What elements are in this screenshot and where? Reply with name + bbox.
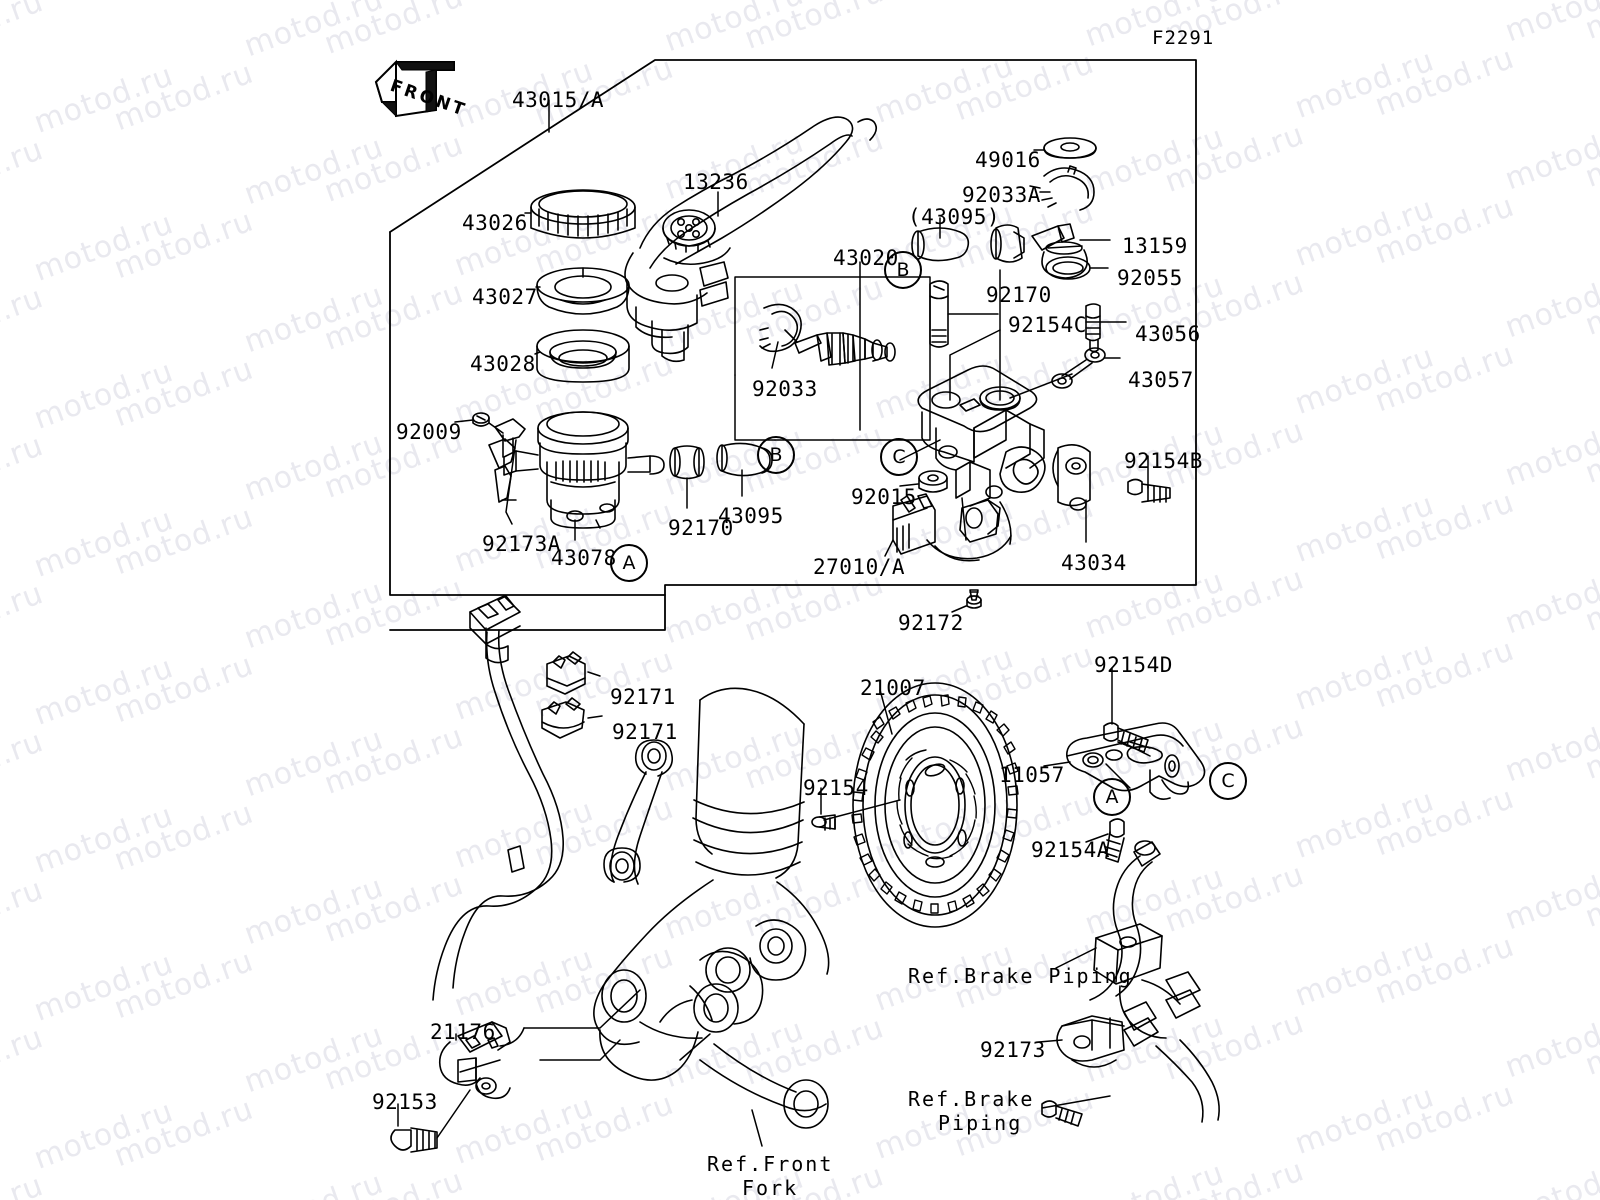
abs-sensor-21176 bbox=[438, 1021, 525, 1100]
part-92015: 92015 bbox=[851, 485, 917, 509]
circlip-92033a bbox=[1039, 165, 1095, 211]
part-92173: 92173 bbox=[980, 1038, 1046, 1062]
part-92154: 92154 bbox=[803, 776, 869, 800]
part-92055: 92055 bbox=[1117, 266, 1183, 290]
piston-assembly-43020 bbox=[784, 329, 896, 366]
part-92154c: 92154C bbox=[1008, 313, 1087, 337]
part-43034: 43034 bbox=[1061, 551, 1127, 575]
brake-hose-lower-right bbox=[1041, 840, 1220, 1127]
callout-circle-a-lower: A bbox=[1093, 778, 1131, 816]
part-43057: 43057 bbox=[1128, 368, 1194, 392]
part-92154a: 92154A bbox=[1031, 838, 1110, 862]
part-92173a: 92173A bbox=[482, 532, 561, 556]
reservoir-diaphragm-43027 bbox=[536, 267, 630, 315]
part-49016: 49016 bbox=[975, 148, 1041, 172]
part-13236: 13236 bbox=[683, 170, 749, 194]
part-92171-b: 92171 bbox=[612, 720, 678, 744]
callout-circle-c-lower: C bbox=[1209, 762, 1247, 800]
part-21007: 21007 bbox=[860, 676, 926, 700]
lever-link-43057 bbox=[1051, 347, 1106, 389]
part-13159: 13159 bbox=[1122, 234, 1188, 258]
screw-92009 bbox=[472, 412, 504, 434]
piston-kit-43020-box bbox=[734, 276, 931, 441]
brake-disc-21007 bbox=[851, 682, 1019, 928]
caliper-bracket-11057 bbox=[1066, 722, 1206, 800]
banjo-bolt-13159 bbox=[1031, 223, 1088, 279]
bolt-92154 bbox=[811, 814, 836, 831]
part-92154d: 92154D bbox=[1094, 653, 1173, 677]
ref-brake-piping-upper: Ref.Brake Piping bbox=[908, 964, 1133, 988]
bolt-92154b bbox=[1127, 478, 1171, 503]
bolt-92154c bbox=[929, 280, 949, 348]
holder-bracket-assembly bbox=[917, 365, 1091, 511]
washer-49016 bbox=[1043, 137, 1097, 159]
part-92171-a: 92171 bbox=[610, 685, 676, 709]
part-43028: 43028 bbox=[470, 352, 536, 376]
abs-sensor-cable bbox=[432, 595, 565, 1001]
clip-92171-b bbox=[541, 697, 585, 739]
callout-circle-b-lower: B bbox=[757, 436, 795, 474]
front-direction-badge: FRONT bbox=[374, 56, 470, 122]
ref-brake-piping-lower-line1: Ref.Brake bbox=[908, 1087, 1035, 1111]
part-92153: 92153 bbox=[372, 1090, 438, 1114]
brake-lever-43015a bbox=[624, 116, 878, 363]
part-21176: 21176 bbox=[430, 1020, 496, 1044]
nut-92015 bbox=[918, 470, 948, 493]
part-11057: 11057 bbox=[999, 763, 1065, 787]
part-92172: 92172 bbox=[898, 611, 964, 635]
part-92009: 92009 bbox=[396, 420, 462, 444]
part-92170-r: 92170 bbox=[986, 283, 1052, 307]
part-43095-l: 43095 bbox=[718, 504, 784, 528]
part-43078: 43078 bbox=[551, 546, 617, 570]
part-43015a: 43015/A bbox=[512, 88, 605, 112]
front-fork-assembly bbox=[593, 687, 830, 1129]
master-cylinder-body-43078 bbox=[503, 411, 665, 529]
part-43056: 43056 bbox=[1135, 322, 1201, 346]
callout-circle-b-upper: B bbox=[884, 251, 922, 289]
clamp-92173a bbox=[488, 418, 526, 503]
part-92033a: 92033A bbox=[962, 183, 1041, 207]
boot-92170-right bbox=[990, 224, 1025, 263]
part-27010a: 27010/A bbox=[813, 555, 906, 579]
reservoir-cap-43026 bbox=[530, 189, 636, 239]
callout-circle-a: A bbox=[610, 544, 648, 582]
bolt-92153 bbox=[390, 1127, 438, 1153]
ref-brake-piping-lower-line2: Piping bbox=[938, 1111, 1023, 1135]
boot-92170-left bbox=[669, 445, 705, 480]
clip-92171-a bbox=[546, 651, 586, 695]
sheet-code: F2291 bbox=[1152, 27, 1215, 49]
part-92154b: 92154B bbox=[1124, 449, 1203, 473]
callout-circle-c-upper: C bbox=[880, 438, 918, 476]
part-92170-l: 92170 bbox=[668, 516, 734, 540]
part-43026: 43026 bbox=[462, 211, 528, 235]
bolt-92154a bbox=[1104, 818, 1125, 863]
leader-lines bbox=[397, 99, 1151, 1147]
bolt-92172 bbox=[966, 589, 982, 609]
oring-92055 bbox=[1045, 256, 1091, 280]
reservoir-cup-43028 bbox=[536, 329, 630, 383]
bleed-valve-43056 bbox=[1085, 303, 1101, 353]
snap-ring-92033 bbox=[759, 303, 802, 353]
frame-border bbox=[389, 59, 1197, 631]
part-43027: 43027 bbox=[472, 285, 538, 309]
part-43095-p: (43095) bbox=[908, 205, 1001, 229]
part-92033: 92033 bbox=[752, 377, 818, 401]
ref-front-fork-line2: Fork bbox=[742, 1176, 799, 1200]
ref-front-fork-line1: Ref.Front bbox=[707, 1152, 834, 1176]
